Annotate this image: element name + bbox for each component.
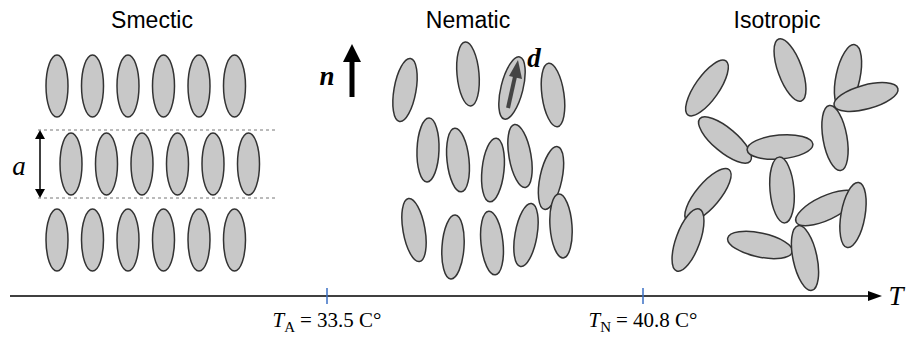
molecule [725, 226, 795, 263]
molecule [817, 103, 852, 172]
molecule [767, 156, 797, 224]
molecule [454, 41, 481, 107]
nematic-molecules [389, 41, 575, 280]
molecule [117, 209, 139, 271]
spacing-arrow [39, 134, 41, 194]
molecule [202, 133, 224, 195]
molecule [117, 55, 139, 117]
label-group: TN = 40.8 C° [588, 310, 697, 335]
director-label: n [319, 61, 334, 91]
layer-spacing: a [12, 151, 26, 181]
molecule [398, 197, 431, 264]
molecule [188, 209, 210, 271]
molecule [786, 223, 823, 293]
axis-label: T [888, 281, 903, 311]
transition-tick [326, 288, 328, 304]
molecule [440, 214, 466, 279]
transition-tick [642, 288, 644, 304]
molecule [479, 137, 508, 203]
phase-name: Nematic [426, 7, 510, 33]
molecule [538, 62, 569, 128]
transition-temperature: T [272, 308, 284, 332]
molecule-axis-arrowhead [509, 60, 522, 79]
label-group: Isotropic [734, 9, 821, 32]
layer-line [38, 130, 278, 131]
director-arrowhead [343, 44, 361, 62]
label-group: a [12, 153, 26, 180]
molecule [224, 55, 246, 117]
molecule [494, 54, 531, 121]
molecule [153, 55, 175, 117]
label-group: TA = 33.5 C° [272, 310, 381, 335]
temperature-axis [10, 295, 872, 297]
label-group: n [319, 63, 334, 90]
molecule [238, 133, 260, 195]
molecule [548, 193, 574, 258]
label-group: Smectic [111, 9, 193, 32]
isotropic-molecules [665, 35, 901, 293]
transition-temperature: = 33.5 C° [300, 308, 382, 332]
molecule [153, 209, 175, 271]
molecule [46, 209, 68, 271]
molecule [678, 54, 736, 122]
molecule [167, 133, 189, 195]
axis-arrowhead [868, 291, 882, 301]
molecule-axis-arrow [508, 72, 516, 108]
molecule [510, 202, 543, 269]
transition-subscript: A [284, 319, 295, 335]
molecule [831, 77, 901, 117]
transition-temperature: = 40.8 C° [616, 308, 698, 332]
phase-name: Isotropic [734, 7, 821, 33]
molecule [60, 133, 82, 195]
molecule [389, 57, 422, 124]
molecule [835, 180, 870, 249]
phase-name: Smectic [111, 7, 193, 33]
director-arrow [350, 58, 355, 97]
molecule [692, 110, 758, 171]
molecule [665, 205, 710, 275]
molecule [131, 133, 153, 195]
label-group: d [527, 45, 541, 72]
molecule [444, 127, 473, 193]
molecule [188, 55, 210, 117]
molecule [46, 55, 68, 117]
molecule [478, 210, 507, 276]
smectic-molecules [46, 55, 260, 271]
molecule [224, 209, 246, 271]
molecule [82, 209, 104, 271]
transition-temperature: T [588, 308, 600, 332]
label-group: Nematic [426, 9, 510, 32]
transition-subscript: N [600, 319, 611, 335]
label-group: T [888, 283, 903, 310]
molecule-axis-label: d [527, 43, 541, 73]
molecule [96, 133, 118, 195]
spacing-arrowheads [35, 130, 45, 198]
molecule [416, 118, 440, 183]
layer-line [38, 198, 278, 199]
molecule [82, 55, 104, 117]
molecule [767, 35, 812, 105]
molecule [504, 123, 537, 190]
